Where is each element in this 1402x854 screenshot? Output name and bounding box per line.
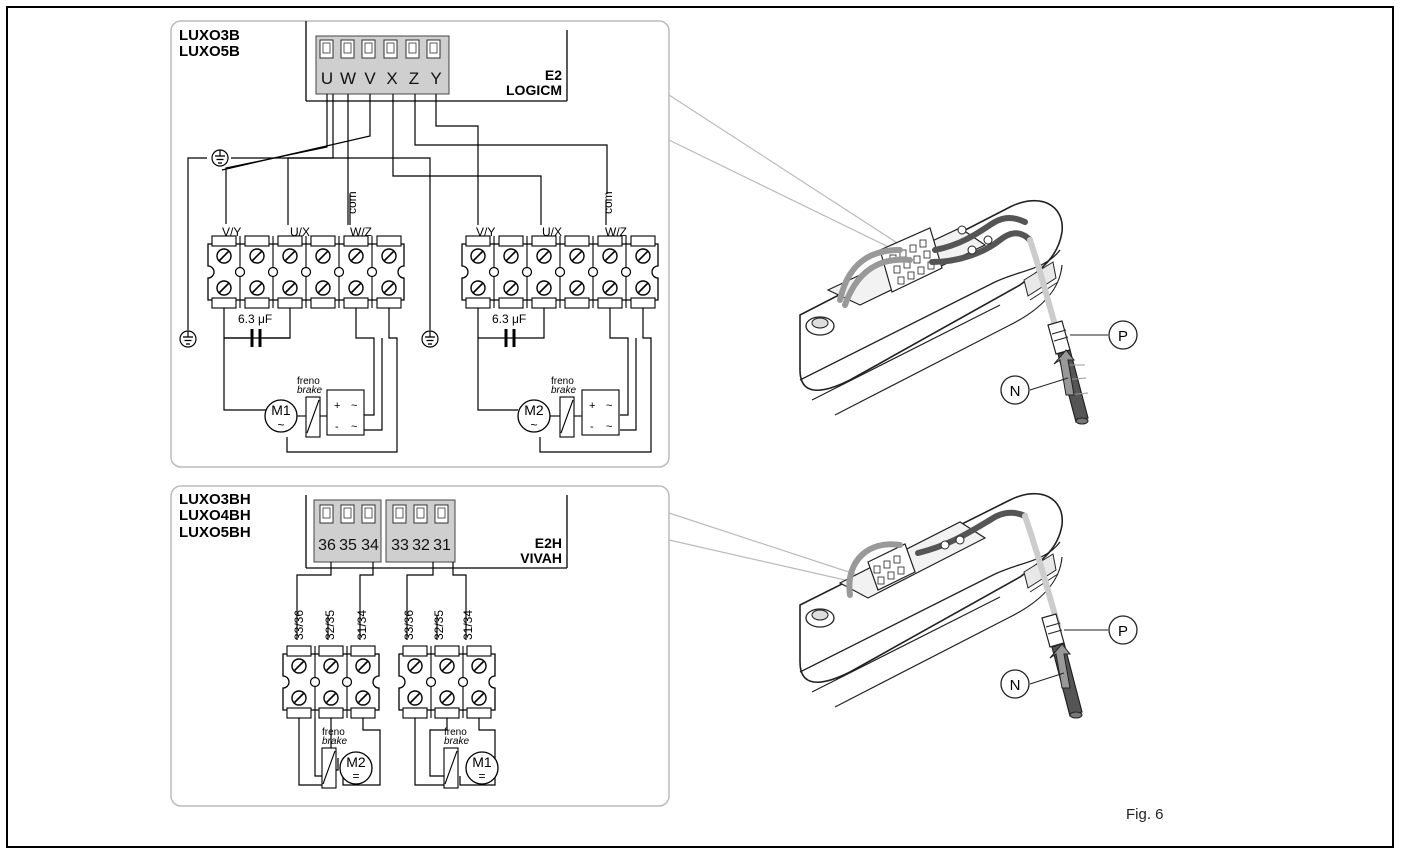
rect-ac: ~ xyxy=(351,421,357,433)
board-e2: U W V X Z Y E2 LOGICM xyxy=(305,21,568,102)
actuator-illustration-top: P N xyxy=(799,199,1138,425)
terminal-label: Y xyxy=(430,69,441,88)
brake-label-en: brake xyxy=(551,385,576,396)
brake-label-en: brake xyxy=(444,736,469,747)
rect-ac: ~ xyxy=(351,400,357,412)
block-label: U/X xyxy=(542,225,562,239)
block-label: 31/34 xyxy=(355,610,369,640)
block-label: W/Z xyxy=(350,225,372,239)
capacitor-label: 6.3 μF xyxy=(492,312,526,326)
terminal-label: 33 xyxy=(391,537,409,554)
block-label: 32/35 xyxy=(432,610,446,640)
callout-n: N xyxy=(1010,383,1021,400)
board-name: E2H xyxy=(535,535,562,551)
rect-minus: - xyxy=(335,421,339,433)
board-e2h: 36 35 34 33 32 31 E2H VIVAH xyxy=(305,495,568,569)
block-label: 33/36 xyxy=(292,610,306,640)
terminal-label: U xyxy=(321,69,333,88)
terminal-block-bl: freno brake M2 = xyxy=(283,646,381,789)
block-label: W/Z xyxy=(605,225,627,239)
block-label: V/Y xyxy=(222,225,241,239)
figure-label: Fig. 6 xyxy=(1126,806,1164,823)
terminal-label: 31 xyxy=(433,537,451,554)
motor-sub: ~ xyxy=(530,418,537,432)
block-label: 31/34 xyxy=(461,610,475,640)
brake-label-en: brake xyxy=(322,736,347,747)
terminal-label: 34 xyxy=(361,537,379,554)
capacitor-label: 6.3 μF xyxy=(238,312,272,326)
actuator-illustration-bottom: P N xyxy=(799,492,1138,719)
callout-p: P xyxy=(1118,623,1128,640)
board-name: E2 xyxy=(545,67,562,83)
terminal-label: V xyxy=(364,69,376,88)
model-label: LUXO4BH xyxy=(179,507,251,524)
wiring-top xyxy=(187,94,608,330)
terminal-block-right: V/Y U/X com W/Z 6.3 μF M2 ~ freno brake xyxy=(462,191,658,453)
motor-label: M2 xyxy=(346,754,366,770)
motor-sub: ~ xyxy=(277,418,284,432)
board-subname: LOGICM xyxy=(506,82,562,98)
block-label: 32/35 xyxy=(323,610,337,640)
terminal-label: X xyxy=(386,69,397,88)
terminal-label: 36 xyxy=(318,537,336,554)
callout-p: P xyxy=(1118,328,1128,345)
motor-label: M1 xyxy=(472,754,492,770)
rect-plus: + xyxy=(589,400,595,412)
model-label: LUXO3B xyxy=(179,27,240,44)
model-label: LUXO5B xyxy=(179,43,240,60)
terminal-block-left: V/Y U/X com W/Z 6.3 μF M1 ~ freno xyxy=(208,191,404,453)
brake-label-it: freno xyxy=(297,376,320,387)
block-label: com xyxy=(601,191,615,214)
block-label: U/X xyxy=(290,225,310,239)
bottom-panel: LUXO3BH LUXO4BH LUXO5BH 36 35 34 33 32 3… xyxy=(170,485,670,807)
board-subname: VIVAH xyxy=(520,550,562,566)
wiring-bottom xyxy=(296,562,467,640)
brake-label-it: freno xyxy=(322,727,345,738)
motor-label: M1 xyxy=(271,402,291,418)
terminal-block-br: freno brake M1 = xyxy=(399,646,499,789)
brake-label-en: brake xyxy=(297,385,322,396)
motor-label: M2 xyxy=(524,402,544,418)
figure-frame xyxy=(6,6,1394,848)
bottom-wire-labels: 33/36 32/35 31/34 33/36 32/35 31/34 xyxy=(292,610,475,640)
callout-n: N xyxy=(1010,677,1021,694)
rect-ac: ~ xyxy=(606,421,612,433)
top-panel: LUXO3B LUXO5B U W V X Z Y E2 LOGICM xyxy=(170,20,670,468)
model-label: LUXO5BH xyxy=(179,524,251,541)
brake-label-it: freno xyxy=(551,376,574,387)
motor-sub: = xyxy=(352,769,359,783)
rect-ac: ~ xyxy=(606,400,612,412)
brake-label-it: freno xyxy=(444,727,467,738)
rect-plus: + xyxy=(334,400,340,412)
terminal-label: 32 xyxy=(412,537,430,554)
terminal-label: W xyxy=(340,69,356,88)
block-label: 33/36 xyxy=(402,610,416,640)
block-label: com xyxy=(345,191,359,214)
zoom-leaders xyxy=(668,94,906,586)
model-label: LUXO3BH xyxy=(179,491,251,508)
motor-sub: = xyxy=(478,769,485,783)
terminal-label: Z xyxy=(409,69,419,88)
rect-minus: - xyxy=(590,421,594,433)
block-label: V/Y xyxy=(476,225,495,239)
terminal-label: 35 xyxy=(339,537,357,554)
